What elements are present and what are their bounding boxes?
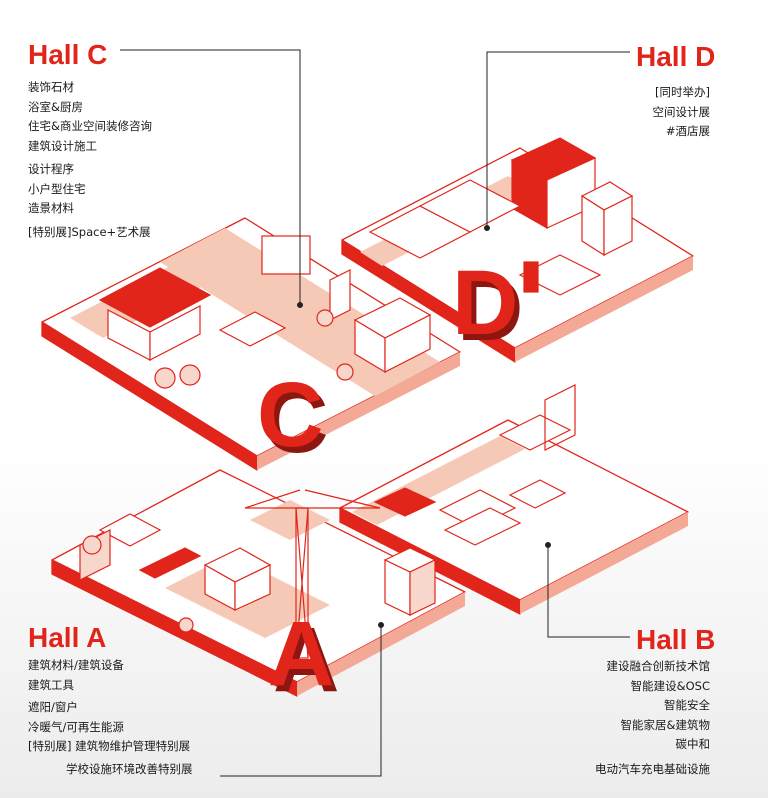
hall-c-item: 建筑设计施工 <box>28 138 97 153</box>
hall-b-item: 建设融合创新技术馆 <box>606 659 711 673</box>
hall-a-title: Hall A <box>28 622 107 653</box>
hall-a-letter-shadow: A <box>273 609 339 711</box>
hall-d-item: 空间设计展 <box>652 104 711 119</box>
hall-a-item: 冷暖气/可再生能源 <box>28 719 124 734</box>
hall-a-letter: A <box>268 603 334 705</box>
hall-c-item: 造景材料 <box>28 201 74 215</box>
hall-a-item: 学校设施环境改善特别展 <box>66 761 193 776</box>
hall-c-item: 浴室&厨房 <box>28 99 83 114</box>
hall-d-letter: D <box>452 252 518 354</box>
hall-a-item: 遮阳/窗户 <box>28 700 78 714</box>
hall-b-item: 智能建设&OSC <box>630 678 710 693</box>
hall-d-leader-line <box>484 51 630 231</box>
hall-b-item: 智能安全 <box>664 698 710 712</box>
hall-a-item: 建筑工具 <box>28 677 74 692</box>
hall-c-item: 设计程序 <box>28 162 74 176</box>
hall-d-list: [同时举办] 空间设计展 #酒店展 <box>653 83 711 142</box>
hall-b-title: Hall B <box>636 624 716 655</box>
hall-d-letter-shadow: D <box>457 258 523 360</box>
hall-d-title: Hall D <box>636 41 716 72</box>
hall-c-leader-line <box>120 49 303 308</box>
hall-d-item: #酒店展 <box>665 124 710 138</box>
hall-a-item: [特别展] 建筑物维护管理特别展 <box>28 739 191 753</box>
hall-b-leader-line <box>545 542 630 638</box>
hall-a-item: 建筑材料/建筑设备 <box>28 658 124 672</box>
scenery-illustrations <box>79 137 634 659</box>
hall-c-title: Hall C <box>28 39 108 70</box>
hall-c-list: 装饰石材 浴室&厨房 住宅&商业空间装修咨询 建筑设计施工 设计程序 小户型住宅… <box>28 78 152 242</box>
hall-c-item: 住宅&商业空间装修咨询 <box>28 119 152 133</box>
hall-c-item: 小户型住宅 <box>28 181 86 196</box>
hall-b-item: 碳中和 <box>675 737 711 751</box>
hall-c-letter-shadow: C <box>262 370 328 472</box>
hall-c-item: 装饰石材 <box>28 80 74 94</box>
hall-c-letter: C <box>257 364 323 466</box>
hall-b-list: 建设融合创新技术馆 智能建设&OSC 智能安全 智能家居&建筑物 碳中和 电动汽… <box>595 657 710 779</box>
hall-b-item: 智能家居&建筑物 <box>620 717 710 732</box>
hall-d-item: [同时举办] <box>655 85 710 99</box>
hall-a-leader-line <box>220 622 384 777</box>
hall-d-platform <box>341 147 694 363</box>
hall-b-item: 电动汽车充电基础设施 <box>595 761 710 776</box>
hall-c-item: [特别展]Space+艺术展 <box>28 224 151 239</box>
hall-a-list: 建筑材料/建筑设备 建筑工具 遮阳/窗户 冷暖气/可再生能源 [特别展] 建筑物… <box>28 656 193 779</box>
